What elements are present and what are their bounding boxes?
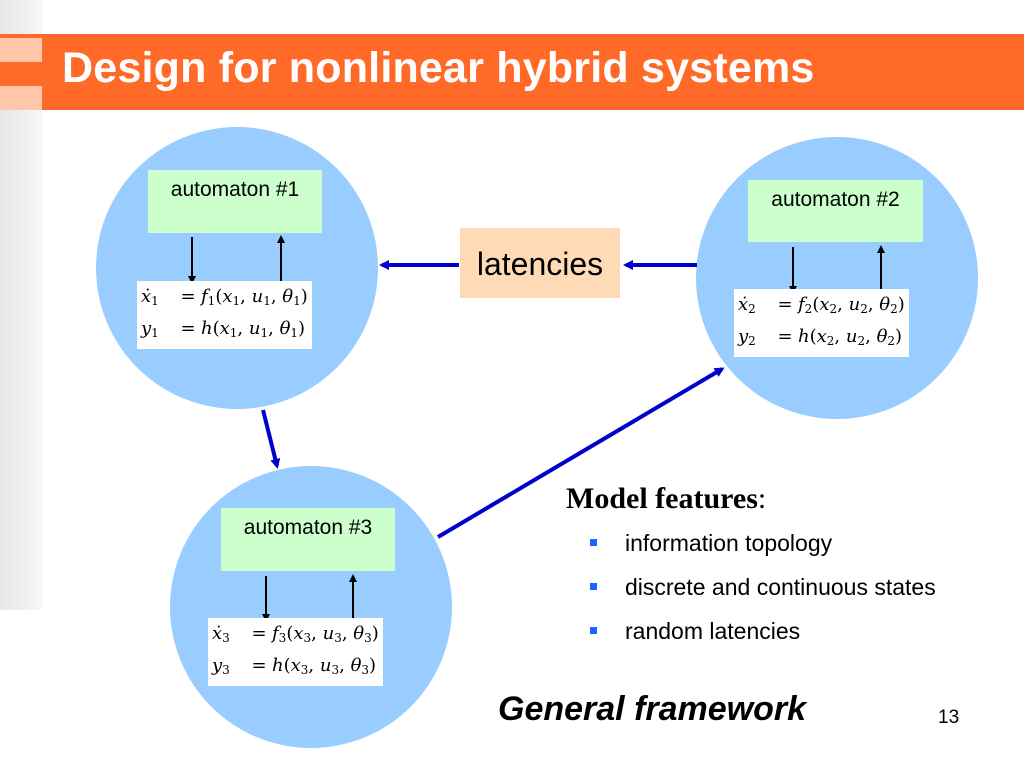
bullet-icon — [590, 583, 597, 590]
latencies-box: latencies — [460, 228, 620, 298]
automaton-3-label: automaton #3 — [221, 508, 395, 571]
output-equation: y1=h(x1, u1, θ1) — [141, 318, 306, 340]
page-number: 13 — [938, 707, 960, 728]
output-equation: y3=h(x3, u3, θ3) — [212, 655, 377, 677]
title-bar — [0, 34, 1024, 110]
model-features-heading: Model features: — [566, 482, 767, 515]
title-bar-notch — [0, 38, 42, 62]
slide-title: Design for nonlinear hybrid systems — [62, 44, 815, 92]
list-item: information topology — [590, 530, 936, 574]
arrow-automaton-3-to-automaton-2 — [436, 367, 725, 539]
automaton-2-equations: ẋ2=f2(x2, u2, θ2) y2=h(x2, u2, θ2) — [734, 289, 909, 357]
bullet-icon — [590, 539, 597, 546]
automaton-2-label: automaton #2 — [748, 180, 923, 242]
state-equation: ẋ2=f2(x2, u2, θ2) — [738, 294, 905, 316]
automaton-1-label: automaton #1 — [148, 170, 322, 233]
state-equation: ẋ1=f1(x1, u1, θ1) — [141, 286, 308, 308]
automaton-1-equations: ẋ1=f1(x1, u1, θ1) y1=h(x1, u1, θ1) — [137, 281, 312, 349]
arrow-automaton-1-to-automaton-3 — [261, 409, 281, 469]
model-features-list: information topology discrete and contin… — [590, 530, 936, 662]
state-equation: ẋ3=f3(x3, u3, θ3) — [212, 623, 379, 645]
footer-title: General framework — [498, 690, 807, 728]
bullet-icon — [590, 627, 597, 634]
automaton-3-equations: ẋ3=f3(x3, u3, θ3) y3=h(x3, u3, θ3) — [208, 618, 383, 686]
list-item: random latencies — [590, 618, 936, 662]
title-bar-notch — [0, 86, 42, 110]
list-item: discrete and continuous states — [590, 574, 936, 618]
output-equation: y2=h(x2, u2, θ2) — [738, 326, 903, 348]
